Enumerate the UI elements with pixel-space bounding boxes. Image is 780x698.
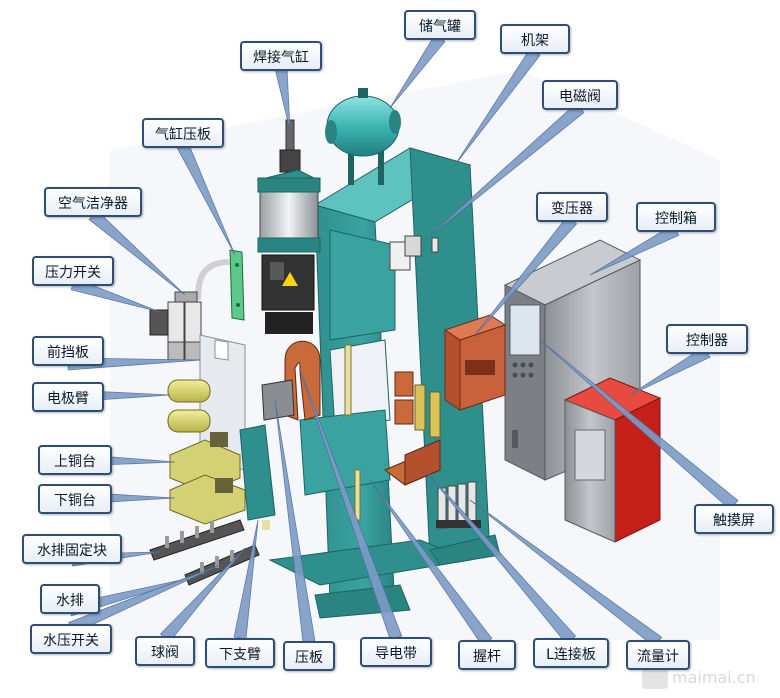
label-welding-cylinder: 焊接气缸	[240, 41, 322, 71]
storage-tank-shape	[325, 88, 401, 185]
label-upper-copper-base: 上铜台	[38, 445, 112, 475]
label-electrode-arm: 电极臂	[32, 382, 104, 412]
label-machine-frame: 机架	[500, 24, 570, 54]
electrode-arm-shape	[167, 379, 211, 433]
label-water-row-fixing-block: 水排固定块	[22, 534, 122, 564]
transformer-shape	[443, 314, 507, 411]
flow-meter-shape	[436, 481, 481, 529]
air-filter-shape	[149, 259, 231, 361]
label-press-plate: 压板	[283, 641, 335, 671]
label-water-row: 水排	[40, 584, 100, 614]
label-controller: 控制器	[666, 324, 748, 354]
callout-lines	[67, 33, 739, 648]
label-touch-screen: 触摸屏	[694, 504, 774, 534]
label-water-pressure-switch: 水压开关	[30, 624, 112, 654]
label-flow-meter: 流量计	[626, 640, 690, 670]
solenoid-valve-shape	[389, 235, 439, 271]
label-air-filter: 空气洁净器	[44, 187, 142, 217]
label-conductive-belt: 导电带	[360, 637, 432, 667]
label-ball-valve: 球阀	[135, 636, 195, 666]
connector-shapes	[384, 371, 441, 486]
label-pressure-switch: 压力开关	[32, 256, 114, 286]
copper-base-shapes	[169, 432, 246, 525]
label-lower-support-arm: 下支臂	[205, 638, 275, 668]
label-transformer: 变压器	[536, 192, 608, 222]
label-front-baffle: 前挡板	[32, 336, 104, 366]
label-storage-tank: 储气罐	[404, 10, 476, 40]
label-control-box: 控制箱	[636, 202, 716, 232]
lower-support-arm-shape	[239, 424, 276, 530]
cylinder-plate-shape	[229, 249, 245, 321]
welding-cylinder-shape	[256, 119, 321, 334]
watermark-text: maimai.cn	[672, 668, 756, 687]
water-row-shapes	[149, 519, 260, 586]
label-lever: 握杆	[458, 640, 516, 670]
label-l-connecting-plate: L连接板	[533, 638, 609, 668]
label-solenoid-valve: 电磁阀	[542, 80, 618, 110]
label-lower-copper-base: 下铜台	[38, 484, 112, 514]
watermark-logo	[642, 665, 668, 689]
label-cylinder-plate: 气缸压板	[142, 118, 224, 148]
